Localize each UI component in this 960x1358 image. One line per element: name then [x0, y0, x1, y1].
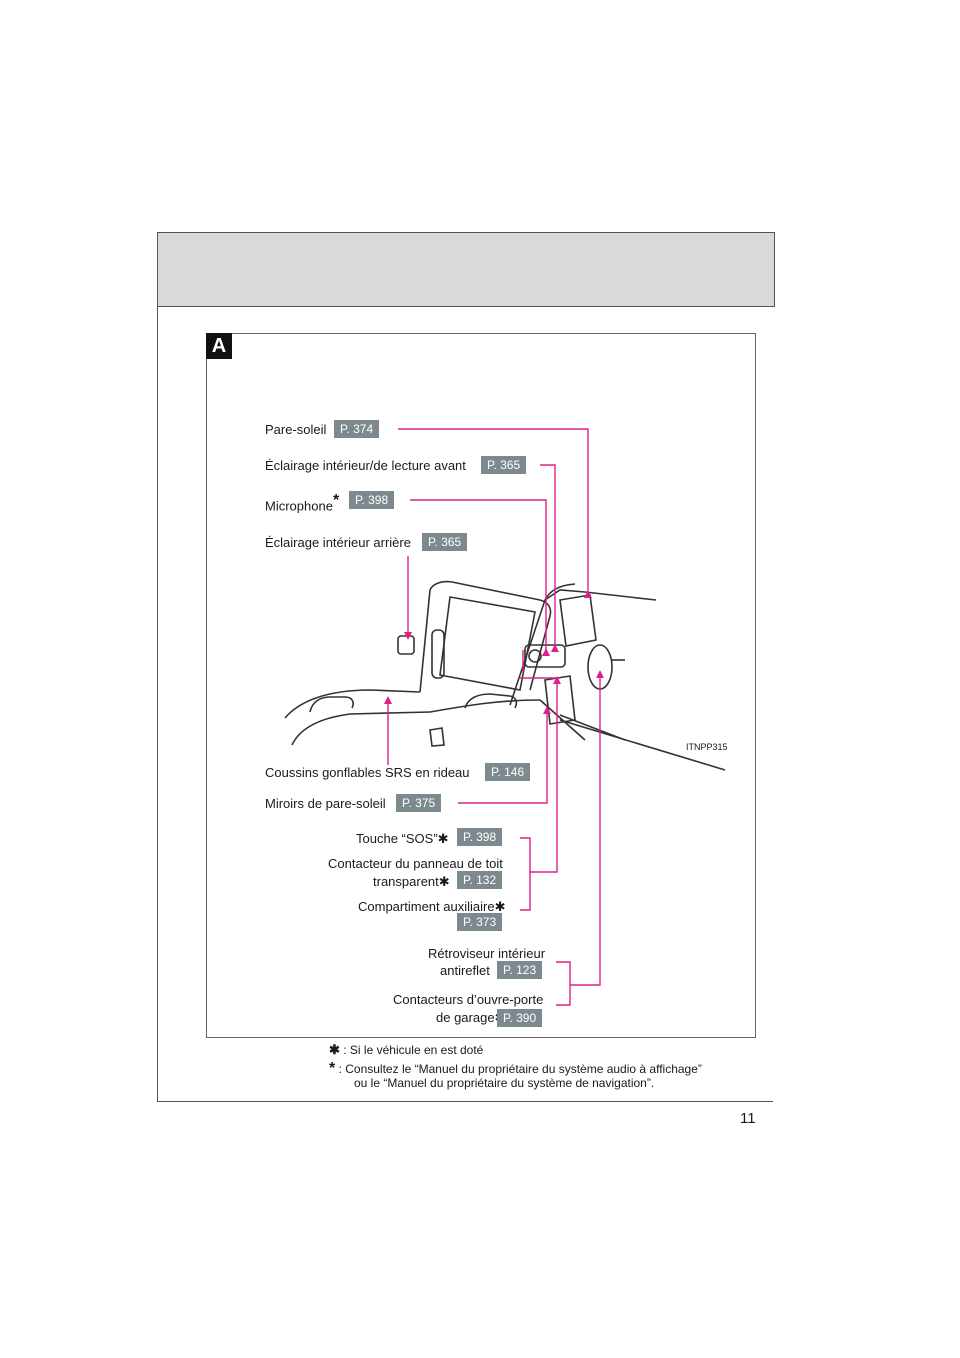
page-ref-eclairage-arriere[interactable]: P. 365 — [422, 533, 468, 551]
label-microphone: Microphone* — [265, 492, 340, 514]
asterisk-mark: * — [329, 1060, 336, 1077]
page-ref-garage[interactable]: P. 390 — [497, 1009, 543, 1027]
label-garage-line1: Contacteurs d’ouvre-porte — [393, 992, 544, 1007]
page-number: 11 — [740, 1110, 756, 1127]
section-tag: A — [206, 333, 232, 359]
label-contacteur-toit-line2: transparent✱ — [373, 874, 450, 889]
header-band — [157, 232, 775, 307]
label-coussins: Coussins gonflables SRS en rideau — [265, 765, 470, 780]
label-compartiment: Compartiment auxiliaire✱ — [358, 899, 506, 914]
page-ref-microphone[interactable]: P. 398 — [349, 491, 395, 509]
label-eclairage-arriere: Éclairage intérieur arrière — [265, 535, 411, 550]
label-miroirs: Miroirs de pare-soleil — [265, 796, 386, 811]
footnote-1: ✱ : Si le véhicule en est doté — [329, 1042, 484, 1058]
page-ref-retroviseur[interactable]: P. 123 — [497, 961, 543, 979]
page-ref-contacteur-toit[interactable]: P. 132 — [457, 871, 503, 889]
label-pare-soleil: Pare-soleil — [265, 422, 327, 437]
left-rule — [157, 232, 158, 1102]
asterisk-mark: * — [332, 492, 340, 509]
label-eclairage-avant: Éclairage intérieur/de lecture avant — [265, 458, 466, 473]
star-mark: ✱ — [494, 899, 506, 914]
footnote-2: * : Consultez le “Manuel du propriétaire… — [329, 1060, 702, 1077]
label-retroviseur-line2: antireflet — [440, 963, 490, 978]
page-ref-eclairage-avant[interactable]: P. 365 — [481, 456, 527, 474]
page-ref-touche-sos[interactable]: P. 398 — [457, 828, 503, 846]
page-ref-pare-soleil[interactable]: P. 374 — [334, 420, 380, 438]
star-mark: ✱ — [329, 1042, 340, 1057]
footnote-2-line2: ou le “Manuel du propriétaire du système… — [354, 1076, 655, 1090]
bottom-rule — [157, 1101, 773, 1102]
page-ref-coussins[interactable]: P. 146 — [485, 763, 531, 781]
label-touche-sos: Touche “SOS”✱ — [356, 831, 449, 846]
figure-id: ITNPP315 — [686, 742, 728, 752]
label-contacteur-toit-line1: Contacteur du panneau de toit — [328, 856, 503, 871]
star-mark: ✱ — [438, 874, 450, 889]
star-mark: ✱ — [437, 831, 449, 846]
page-ref-compartiment[interactable]: P. 373 — [457, 913, 503, 931]
label-garage-line2: de garage✱ — [436, 1010, 505, 1026]
label-retroviseur-line1: Rétroviseur intérieur — [428, 946, 546, 961]
page-ref-miroirs[interactable]: P. 375 — [396, 794, 442, 812]
